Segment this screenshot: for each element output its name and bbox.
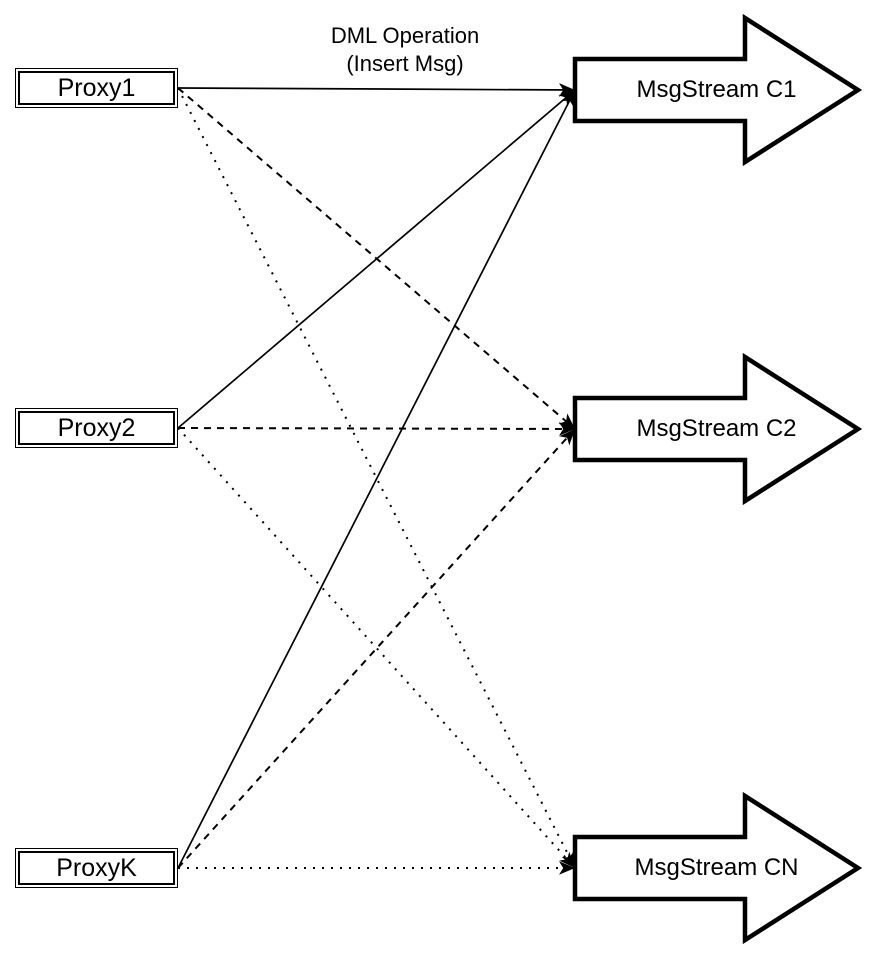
proxy1-box: Proxy1 [15, 68, 178, 108]
dml-operation-line2: (Insert Msg) [346, 51, 464, 76]
msgstream-c1-arrow-shape [572, 13, 863, 167]
edges-group [177, 83, 576, 875]
proxyk-box: ProxyK [15, 848, 178, 888]
proxy1-label: Proxy1 [57, 73, 136, 102]
edge-proxy1-cn [177, 87, 576, 869]
edge-proxy2-cn [177, 427, 576, 869]
proxy2-box: Proxy2 [15, 408, 178, 448]
dml-operation-label: DML Operation (Insert Msg) [295, 22, 515, 78]
edge-proxyk-c1 [177, 89, 576, 869]
msgstream-cn-arrow-shape [572, 791, 863, 945]
msgstream-cn-label: MsgStream CN [634, 854, 799, 881]
edge-proxy1-c1 [177, 83, 576, 97]
edge-proxyk-c2 [177, 428, 576, 869]
proxyk-label: ProxyK [56, 853, 137, 882]
msgstream-c1-label: MsgStream C1 [636, 76, 797, 103]
msgstream-c2-arrow-shape [572, 352, 863, 506]
dml-operation-line1: DML Operation [330, 23, 480, 48]
msgstream-c2-label: MsgStream C2 [636, 415, 797, 442]
edge-proxy2-c1 [177, 89, 576, 429]
proxy2-label: Proxy2 [57, 413, 136, 442]
edge-proxy2-c2 [177, 422, 576, 436]
